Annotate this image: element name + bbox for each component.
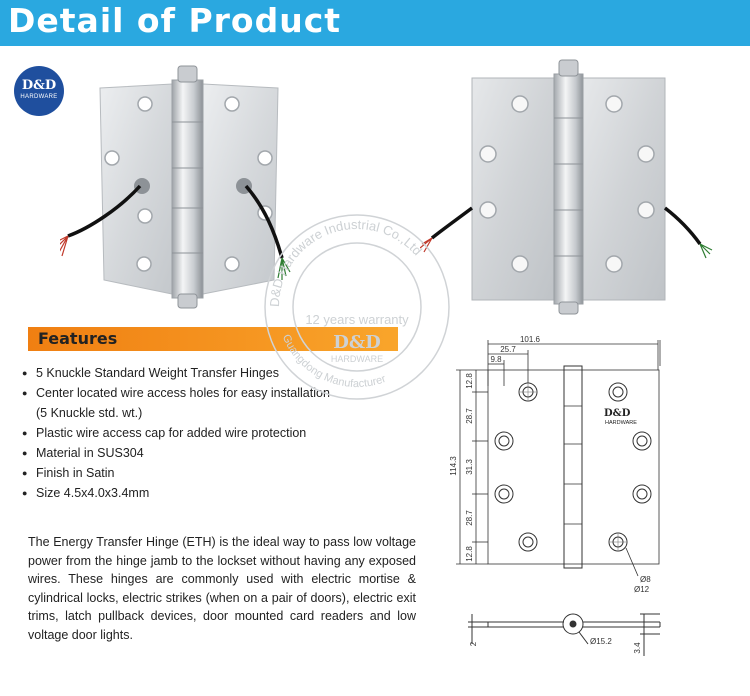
brand-logo: D&D HARDWARE bbox=[14, 66, 64, 116]
feature-item: ● Plastic wire access cap for added wire … bbox=[22, 423, 330, 443]
feature-text: Center located wire access holes for eas… bbox=[36, 386, 330, 400]
dim-depth: 3.4 bbox=[633, 642, 642, 654]
product-description: The Energy Transfer Hinge (ETH) is the i… bbox=[28, 535, 416, 642]
feature-text: 5 Knuckle Standard Weight Transfer Hinge… bbox=[36, 366, 279, 380]
feature-text: Plastic wire access cap for added wire p… bbox=[36, 426, 307, 440]
feature-text: Finish in Satin bbox=[36, 466, 115, 480]
feature-item: ● Material in SUS304 bbox=[22, 443, 330, 463]
dim-25-7: 25.7 bbox=[500, 345, 516, 354]
bullet-icon: ● bbox=[22, 428, 28, 438]
dim-height: 114.3 bbox=[449, 456, 458, 476]
technical-drawing: 101.6 25.7 9.8 114.3 12.8 28.7 31.3 28.7… bbox=[449, 335, 661, 656]
watermark-warranty: 12 years warranty bbox=[305, 312, 409, 327]
watermark-sub: HARDWARE bbox=[331, 354, 383, 364]
drawing-logo-sub: HARDWARE bbox=[605, 420, 637, 426]
features-list: ● 5 Knuckle Standard Weight Transfer Hing… bbox=[22, 363, 330, 503]
dim-28-7-top: 28.7 bbox=[465, 408, 474, 424]
watermark-seal: D&D Hardware Industrial Co.,Ltd Guangdon… bbox=[264, 214, 450, 400]
feature-text: (5 Knuckle std. wt.) bbox=[36, 406, 143, 420]
features-header: Features bbox=[28, 327, 398, 351]
drawing-logo-main: D&D bbox=[604, 408, 631, 419]
bullet-icon: ● bbox=[22, 488, 28, 498]
dim-12-8-bottom: 12.8 bbox=[465, 546, 474, 562]
dim-31-3: 31.3 bbox=[465, 459, 474, 475]
logo-main-text: D&D bbox=[21, 78, 57, 93]
feature-item: ● Finish in Satin bbox=[22, 463, 330, 483]
dim-thickness: 2 bbox=[469, 641, 478, 646]
header-banner: Detail of Product bbox=[0, 0, 750, 46]
page-title: Detail of Product bbox=[8, 1, 342, 40]
feature-item-continuation: (5 Knuckle std. wt.) bbox=[22, 403, 330, 423]
feature-item: ● Center located wire access holes for ea… bbox=[22, 383, 330, 403]
watermark-ring-text: D&D Hardware Industrial Co.,Ltd bbox=[267, 217, 425, 307]
bullet-icon: ● bbox=[22, 388, 28, 398]
feature-text: Size 4.5x4.0x3.4mm bbox=[36, 486, 150, 500]
dim-width: 101.6 bbox=[520, 335, 541, 344]
bullet-icon: ● bbox=[22, 448, 28, 458]
feature-item: ● Size 4.5x4.0x3.4mm bbox=[22, 483, 330, 503]
dim-28-7-bottom: 28.7 bbox=[465, 510, 474, 526]
dim-hole-small: Ø8 bbox=[640, 575, 651, 584]
watermark-brand: D&D bbox=[333, 332, 380, 353]
hinge-photo-front bbox=[60, 65, 291, 309]
bullet-icon: ● bbox=[22, 468, 28, 478]
bullet-icon: ● bbox=[22, 368, 28, 378]
dim-knuckle: Ø15.2 bbox=[590, 637, 612, 646]
dim-9-8: 9.8 bbox=[490, 355, 502, 364]
dim-hole-large: Ø12 bbox=[634, 585, 650, 594]
feature-text: Material in SUS304 bbox=[36, 446, 144, 460]
feature-item: ● 5 Knuckle Standard Weight Transfer Hing… bbox=[22, 363, 330, 383]
logo-sub-text: HARDWARE bbox=[20, 94, 58, 100]
dim-12-8-top: 12.8 bbox=[465, 373, 474, 389]
features-heading: Features bbox=[38, 329, 118, 348]
hinge-photo-back bbox=[420, 59, 713, 315]
